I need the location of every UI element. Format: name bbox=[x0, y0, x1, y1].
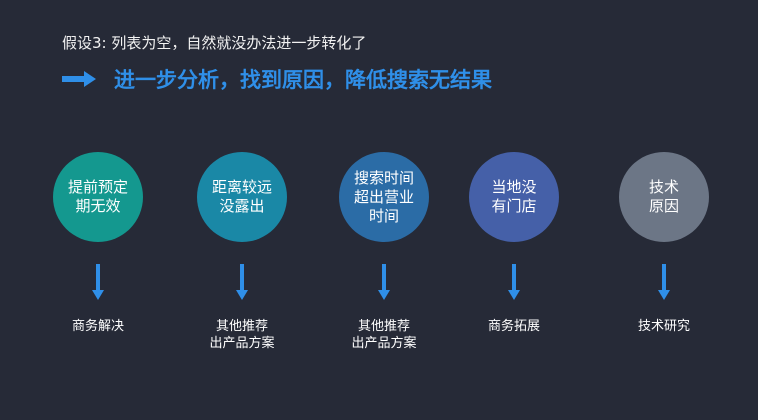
reason-column-5: 技术 原因 技术研究 bbox=[604, 0, 724, 420]
down-arrow-icon bbox=[658, 264, 670, 300]
reason-circle: 搜索时间 超出营业 时间 bbox=[339, 152, 429, 242]
solution-text: 商务拓展 bbox=[487, 319, 540, 334]
solution-text: 商务解决 bbox=[71, 319, 124, 334]
reason-column-2: 距离较远 没露出 其他推荐 出产品方案 bbox=[182, 0, 302, 420]
solution-text: 其他推荐 出产品方案 bbox=[209, 319, 275, 351]
solution-text: 技术研究 bbox=[637, 319, 690, 334]
headline-row: 进一步分析，找到原因，降低搜索无结果 bbox=[62, 64, 492, 94]
reason-circle: 提前预定 期无效 bbox=[53, 152, 143, 242]
reason-column-1: 提前预定 期无效 商务解决 bbox=[38, 0, 158, 420]
reason-circle: 当地没 有门店 bbox=[469, 152, 559, 242]
reason-label: 提前预定 期无效 bbox=[67, 178, 128, 215]
reason-circle: 距离较远 没露出 bbox=[197, 152, 287, 242]
reason-column-3: 搜索时间 超出营业 时间 其他推荐 出产品方案 bbox=[324, 0, 444, 420]
down-arrow-icon bbox=[92, 264, 104, 300]
down-arrow-icon bbox=[378, 264, 390, 300]
reason-label: 搜索时间 超出营业 时间 bbox=[353, 168, 414, 225]
headline-title: 进一步分析，找到原因，降低搜索无结果 bbox=[114, 68, 492, 92]
down-arrow-icon bbox=[508, 264, 520, 300]
right-arrow-icon bbox=[62, 71, 96, 87]
hypothesis-text: 假设3: 列表为空，自然就没办法进一步转化了 bbox=[62, 34, 367, 52]
down-arrow-icon bbox=[236, 264, 248, 300]
reason-label: 技术 原因 bbox=[648, 178, 679, 215]
reason-column-4: 当地没 有门店 商务拓展 bbox=[454, 0, 574, 420]
reason-label: 当地没 有门店 bbox=[491, 178, 537, 215]
reason-circle: 技术 原因 bbox=[619, 152, 709, 242]
reason-label: 距离较远 没露出 bbox=[211, 178, 272, 215]
solution-text: 其他推荐 出产品方案 bbox=[351, 319, 417, 351]
